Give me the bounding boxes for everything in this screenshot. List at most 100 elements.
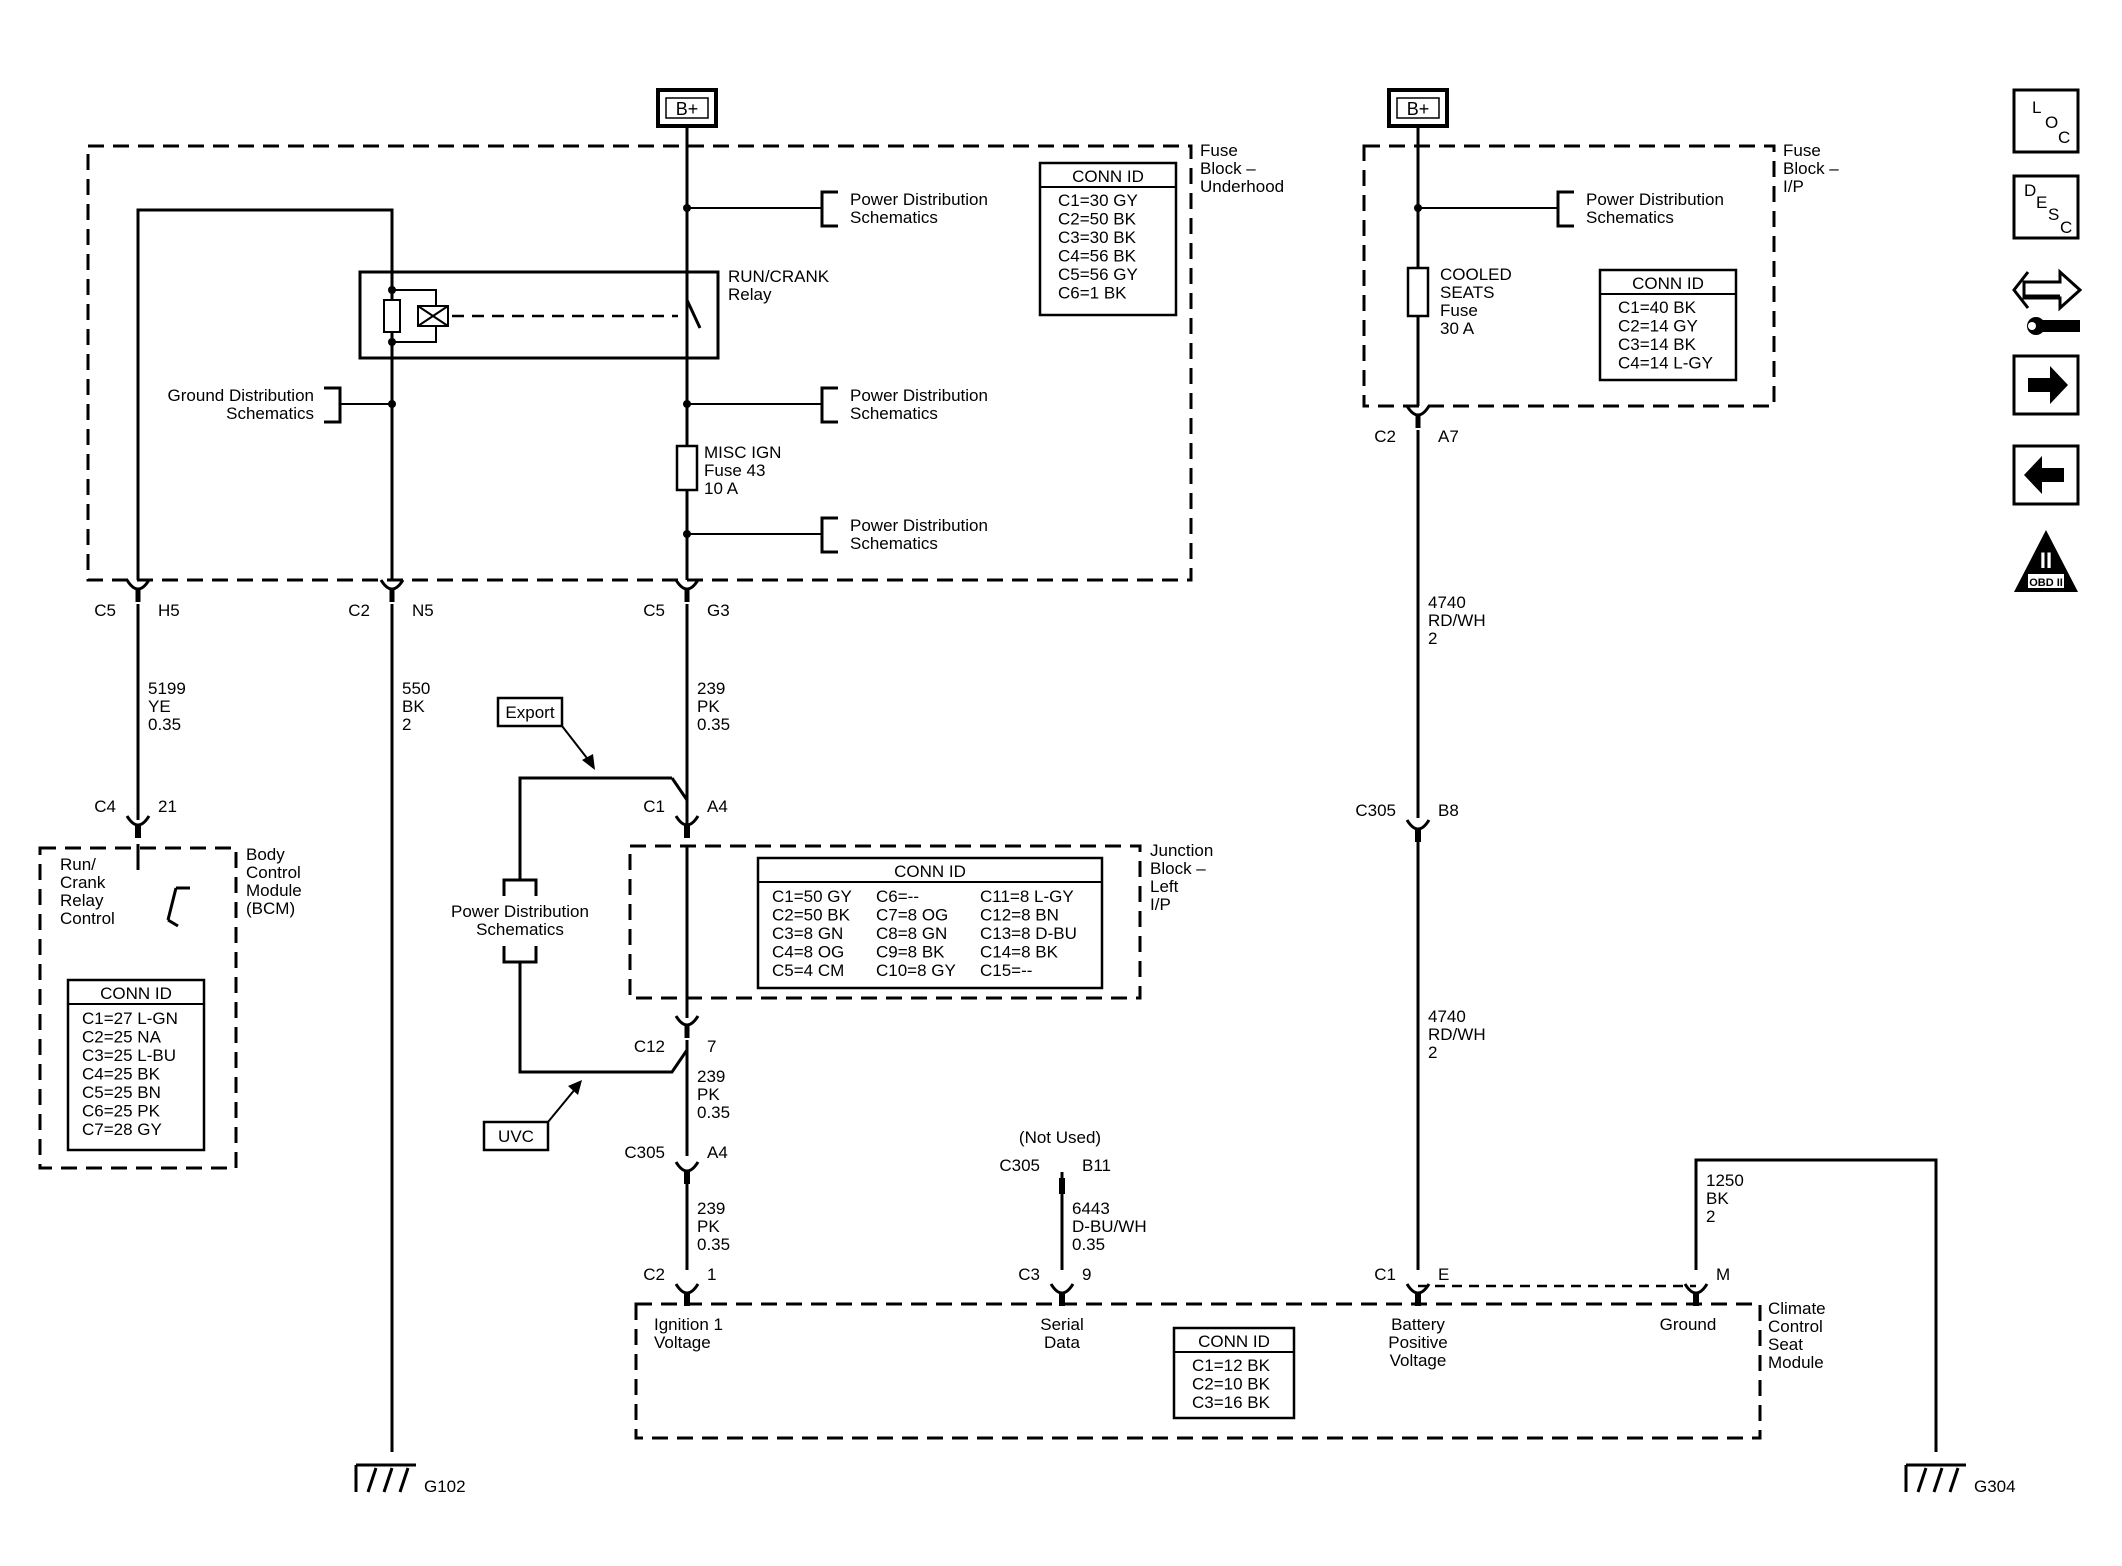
wire-label-line: 1250 [1706,1171,1744,1190]
svg-text:B+: B+ [676,99,699,119]
conn-id-row: C3=25 L-BU [82,1046,176,1065]
svg-text:CONN ID: CONN ID [1632,274,1704,293]
bcm-switch [136,844,190,928]
svg-text:O: O [2045,113,2058,132]
conn-id-cell: C12=8 BN [980,906,1059,925]
pin-ground-label: Ground [1660,1315,1717,1334]
back-arrow-button[interactable] [2012,444,2080,506]
connector-pin: M [1716,1265,1730,1284]
svg-text:UVC: UVC [498,1127,534,1146]
obd-ii-icon[interactable]: II OBD II [2014,530,2078,592]
not-used-label: (Not Used) [1019,1128,1101,1147]
connector-pin: 7 [707,1037,716,1056]
wire-label-line: 2 [1428,629,1437,648]
svg-text:CONN ID: CONN ID [100,984,172,1003]
export-label: Export [496,696,595,770]
wire-label-line: RD/WH [1428,611,1486,630]
conn-id-row: C4=56 BK [1058,247,1137,266]
wire-label-line: YE [148,697,171,716]
connector-id: C4 [94,797,116,816]
connector-pin: H5 [158,601,180,620]
wrench-arrows-icon[interactable] [2012,268,2083,335]
bplus-left: B+ [656,88,718,128]
svg-text:G102: G102 [424,1477,466,1496]
junction-block [628,844,1142,1000]
conn-id-cell: C10=8 GY [876,961,956,980]
forward-arrow-button[interactable] [2012,354,2080,416]
connector-pin: 9 [1082,1265,1091,1284]
conn-id-row: C2=14 GY [1618,317,1698,336]
wire-label-line: 239 [697,679,725,698]
conn-id-cell: C15=-- [980,961,1032,980]
connector-id: C305 [624,1143,665,1162]
conn-id-row: C1=30 GY [1058,191,1138,210]
conn-id-row: C2=50 BK [1058,210,1137,229]
connector-pin: N5 [412,601,434,620]
location-button[interactable]: L O C [2012,88,2080,154]
bplus-right: B+ [1387,88,1449,128]
connector-pin: B11 [1082,1156,1111,1175]
wire-label-line: BK [1706,1189,1729,1208]
connector-id: C1 [1374,1265,1396,1284]
connector-id: C305 [1355,801,1396,820]
wire-label-line: 0.35 [1072,1235,1105,1254]
wire-label-line: 0.35 [697,1235,730,1254]
wire-label-line: 6443 [1072,1199,1110,1218]
connector-pin: B8 [1438,801,1459,820]
conn-id-cell: C6=-- [876,887,919,906]
run-crank-relay [358,270,720,360]
description-button[interactable]: D E S C [2012,174,2080,240]
ground-g304: G304 [1904,1463,2016,1496]
conn-id-row: C3=16 BK [1192,1393,1271,1412]
wire-label-line: 239 [697,1199,725,1218]
svg-text:B+: B+ [1407,99,1430,119]
conn-id-row: C5=56 GY [1058,265,1138,284]
connector-m: M [1683,1265,1730,1306]
wire-label-line: 0.35 [697,715,730,734]
wire-label-line: 239 [697,1067,725,1086]
connector-id: C5 [643,601,665,620]
wire-label-line: 4740 [1428,1007,1466,1026]
connector-id: C1 [643,797,665,816]
svg-text:L: L [2032,98,2041,117]
connector-pin: A4 [707,797,728,816]
conn-id-row: C5=25 BN [82,1083,161,1102]
connector-pin: 1 [707,1265,716,1284]
uvc-label: UVC [482,1080,582,1152]
